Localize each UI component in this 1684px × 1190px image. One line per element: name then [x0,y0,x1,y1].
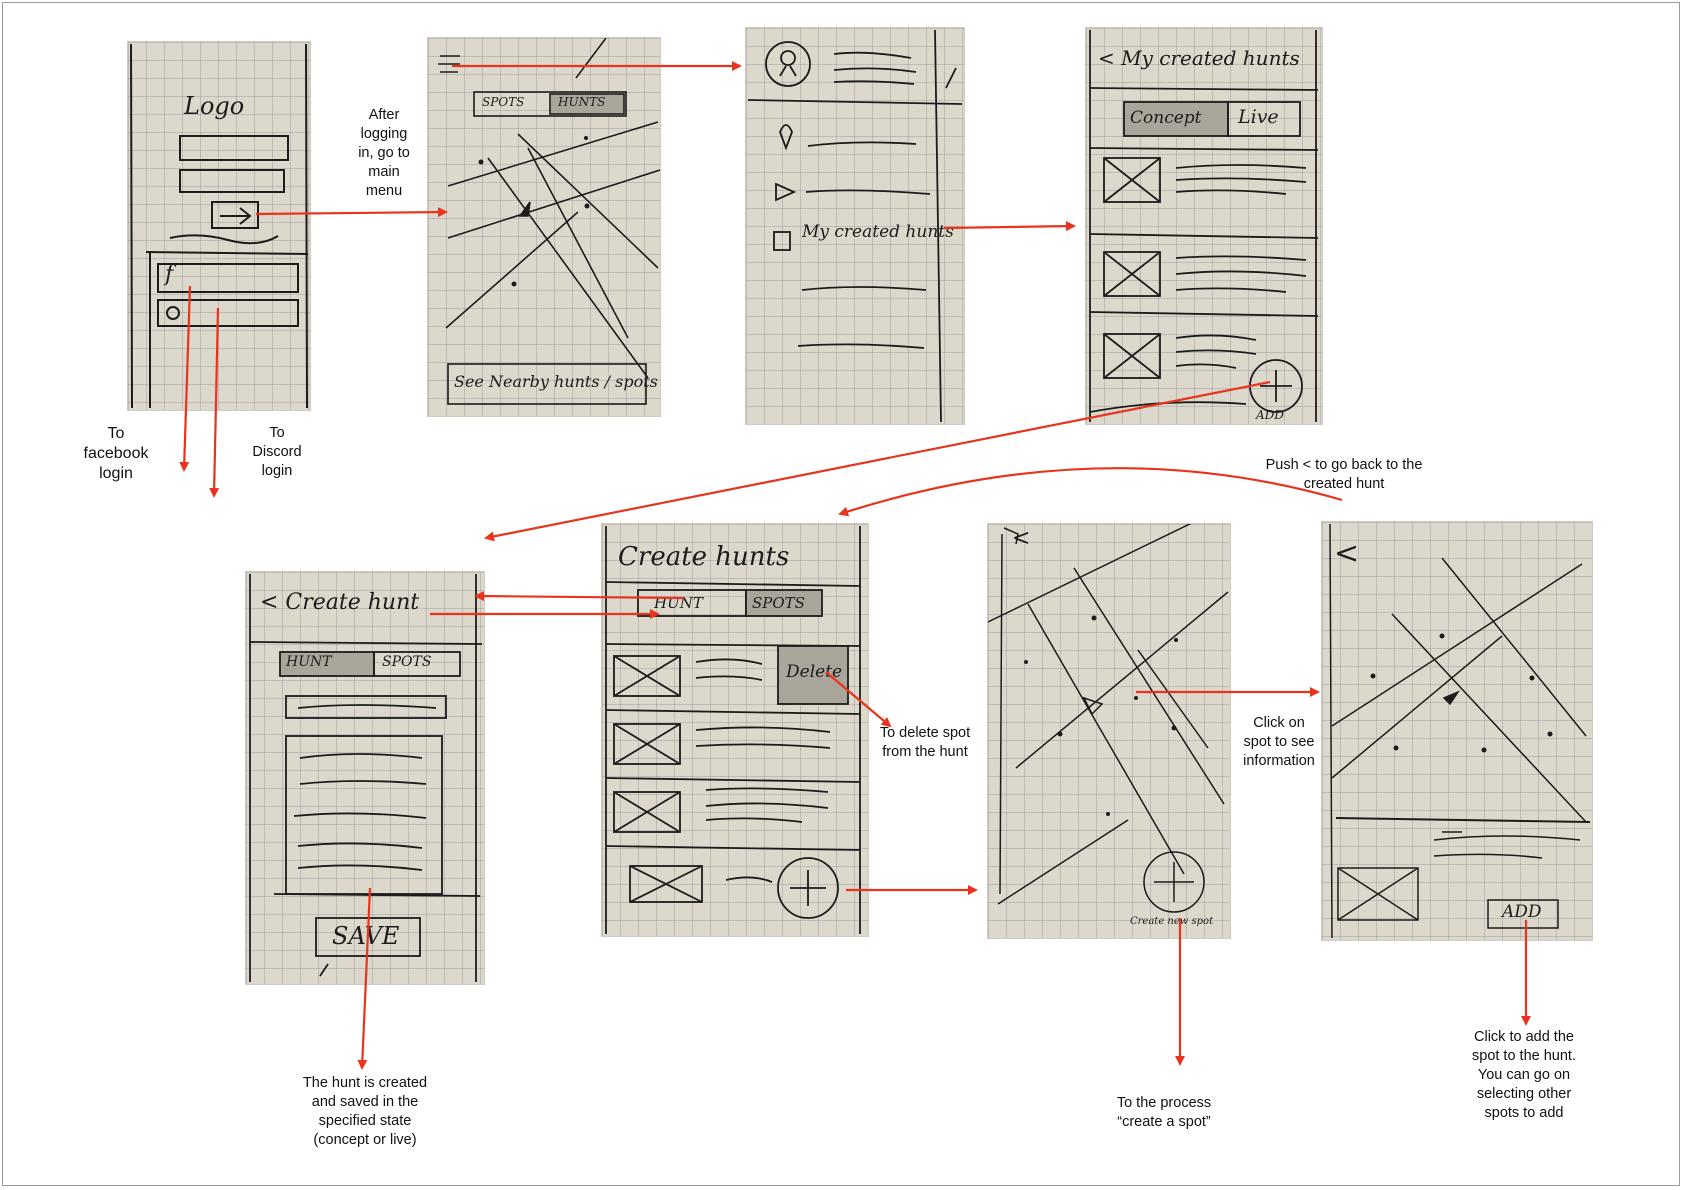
arrow-save-to-note [357,887,372,1070]
sketch-map-create-spot: Create new spot [988,524,1230,938]
spot-info-sketch-lines [1329,523,1591,939]
facebook-icon: f [165,262,174,287]
tab-hunt: HUNT [286,654,332,670]
arrow-facebook-down [179,285,192,472]
arrow-discord-down [209,307,220,498]
tab-spots: SPOTS [382,654,432,670]
note-create-spot-process: To the process “create a spot” [1116,1095,1212,1130]
create-hunts-title: Create hunts [618,542,790,572]
sketch-spot-info: < ADD [1322,522,1592,940]
save-button: SAVE [332,922,400,950]
map-create-spot-sketch-lines [988,524,1229,913]
note-push-back: Push < to go back to the created hunt [1265,457,1423,492]
tab-spots: SPOTS [482,95,525,109]
arrow-back-to-spots-list [838,467,1343,517]
sketch-create-hunt: < Create hunt HUNT SPOTS SAVE [246,572,484,984]
my-hunts-sketch-lines [1089,30,1319,422]
arrow-spots-tab-to-create-hunt [474,591,685,602]
note-click-spot: Click on spot to see information [1243,715,1315,769]
sketch-my-created-hunts: < My created hunts Concept Live ADD [1086,28,1322,424]
arrow-delete-to-note [825,671,892,728]
delete-button: Delete [786,662,843,682]
spots-list-sketch-lines [605,526,861,934]
tab-spots: SPOTS [752,594,805,612]
tab-hunts: HUNTS [558,95,606,109]
note-hunt-created: The hunt is created and saved in the spe… [302,1075,428,1148]
my-created-hunts-title: < My created hunts [1098,46,1300,70]
arrow-add-to-create-hunt [484,380,1271,542]
arrow-menu-to-my-hunts [943,221,1076,232]
arrow-login-to-map [255,207,448,218]
note-after-login: After logging in, go to main menu [358,107,410,199]
tab-live: Live [1238,106,1279,128]
note-to-delete: To delete spot from the hunt [879,725,971,760]
create-hunt-sketch-lines [249,574,483,982]
logo-text: Logo [184,92,245,120]
menu-item-my-created-hunts: My created hunts [802,222,954,242]
note-to-discord: To Discord login [252,425,302,479]
sketch-login-screen: Logo f [128,42,310,410]
side-menu-sketch-lines [747,29,963,423]
see-nearby-button: See Nearby hunts / spots [454,372,658,391]
sketch-hunt-spots-list: Create hunts HUNT SPOTS Delete [602,524,868,936]
create-hunt-title: < Create hunt [260,590,420,615]
back-icon: < [1012,526,1031,551]
note-to-facebook: To facebook login [83,425,149,482]
back-icon: < [1334,536,1360,571]
add-button: ADD [1502,902,1542,922]
main-map-sketch-lines [438,38,660,405]
create-new-spot-label: Create new spot [1130,916,1214,927]
add-label: ADD [1256,408,1284,422]
sketch-main-map: SPOTS HUNTS See Nearby hunts / spots [428,38,660,416]
tab-concept: Concept [1130,108,1202,128]
sketch-side-menu: My created hunts [746,28,964,424]
note-click-add: Click to add the spot to the hunt. You c… [1472,1029,1576,1121]
